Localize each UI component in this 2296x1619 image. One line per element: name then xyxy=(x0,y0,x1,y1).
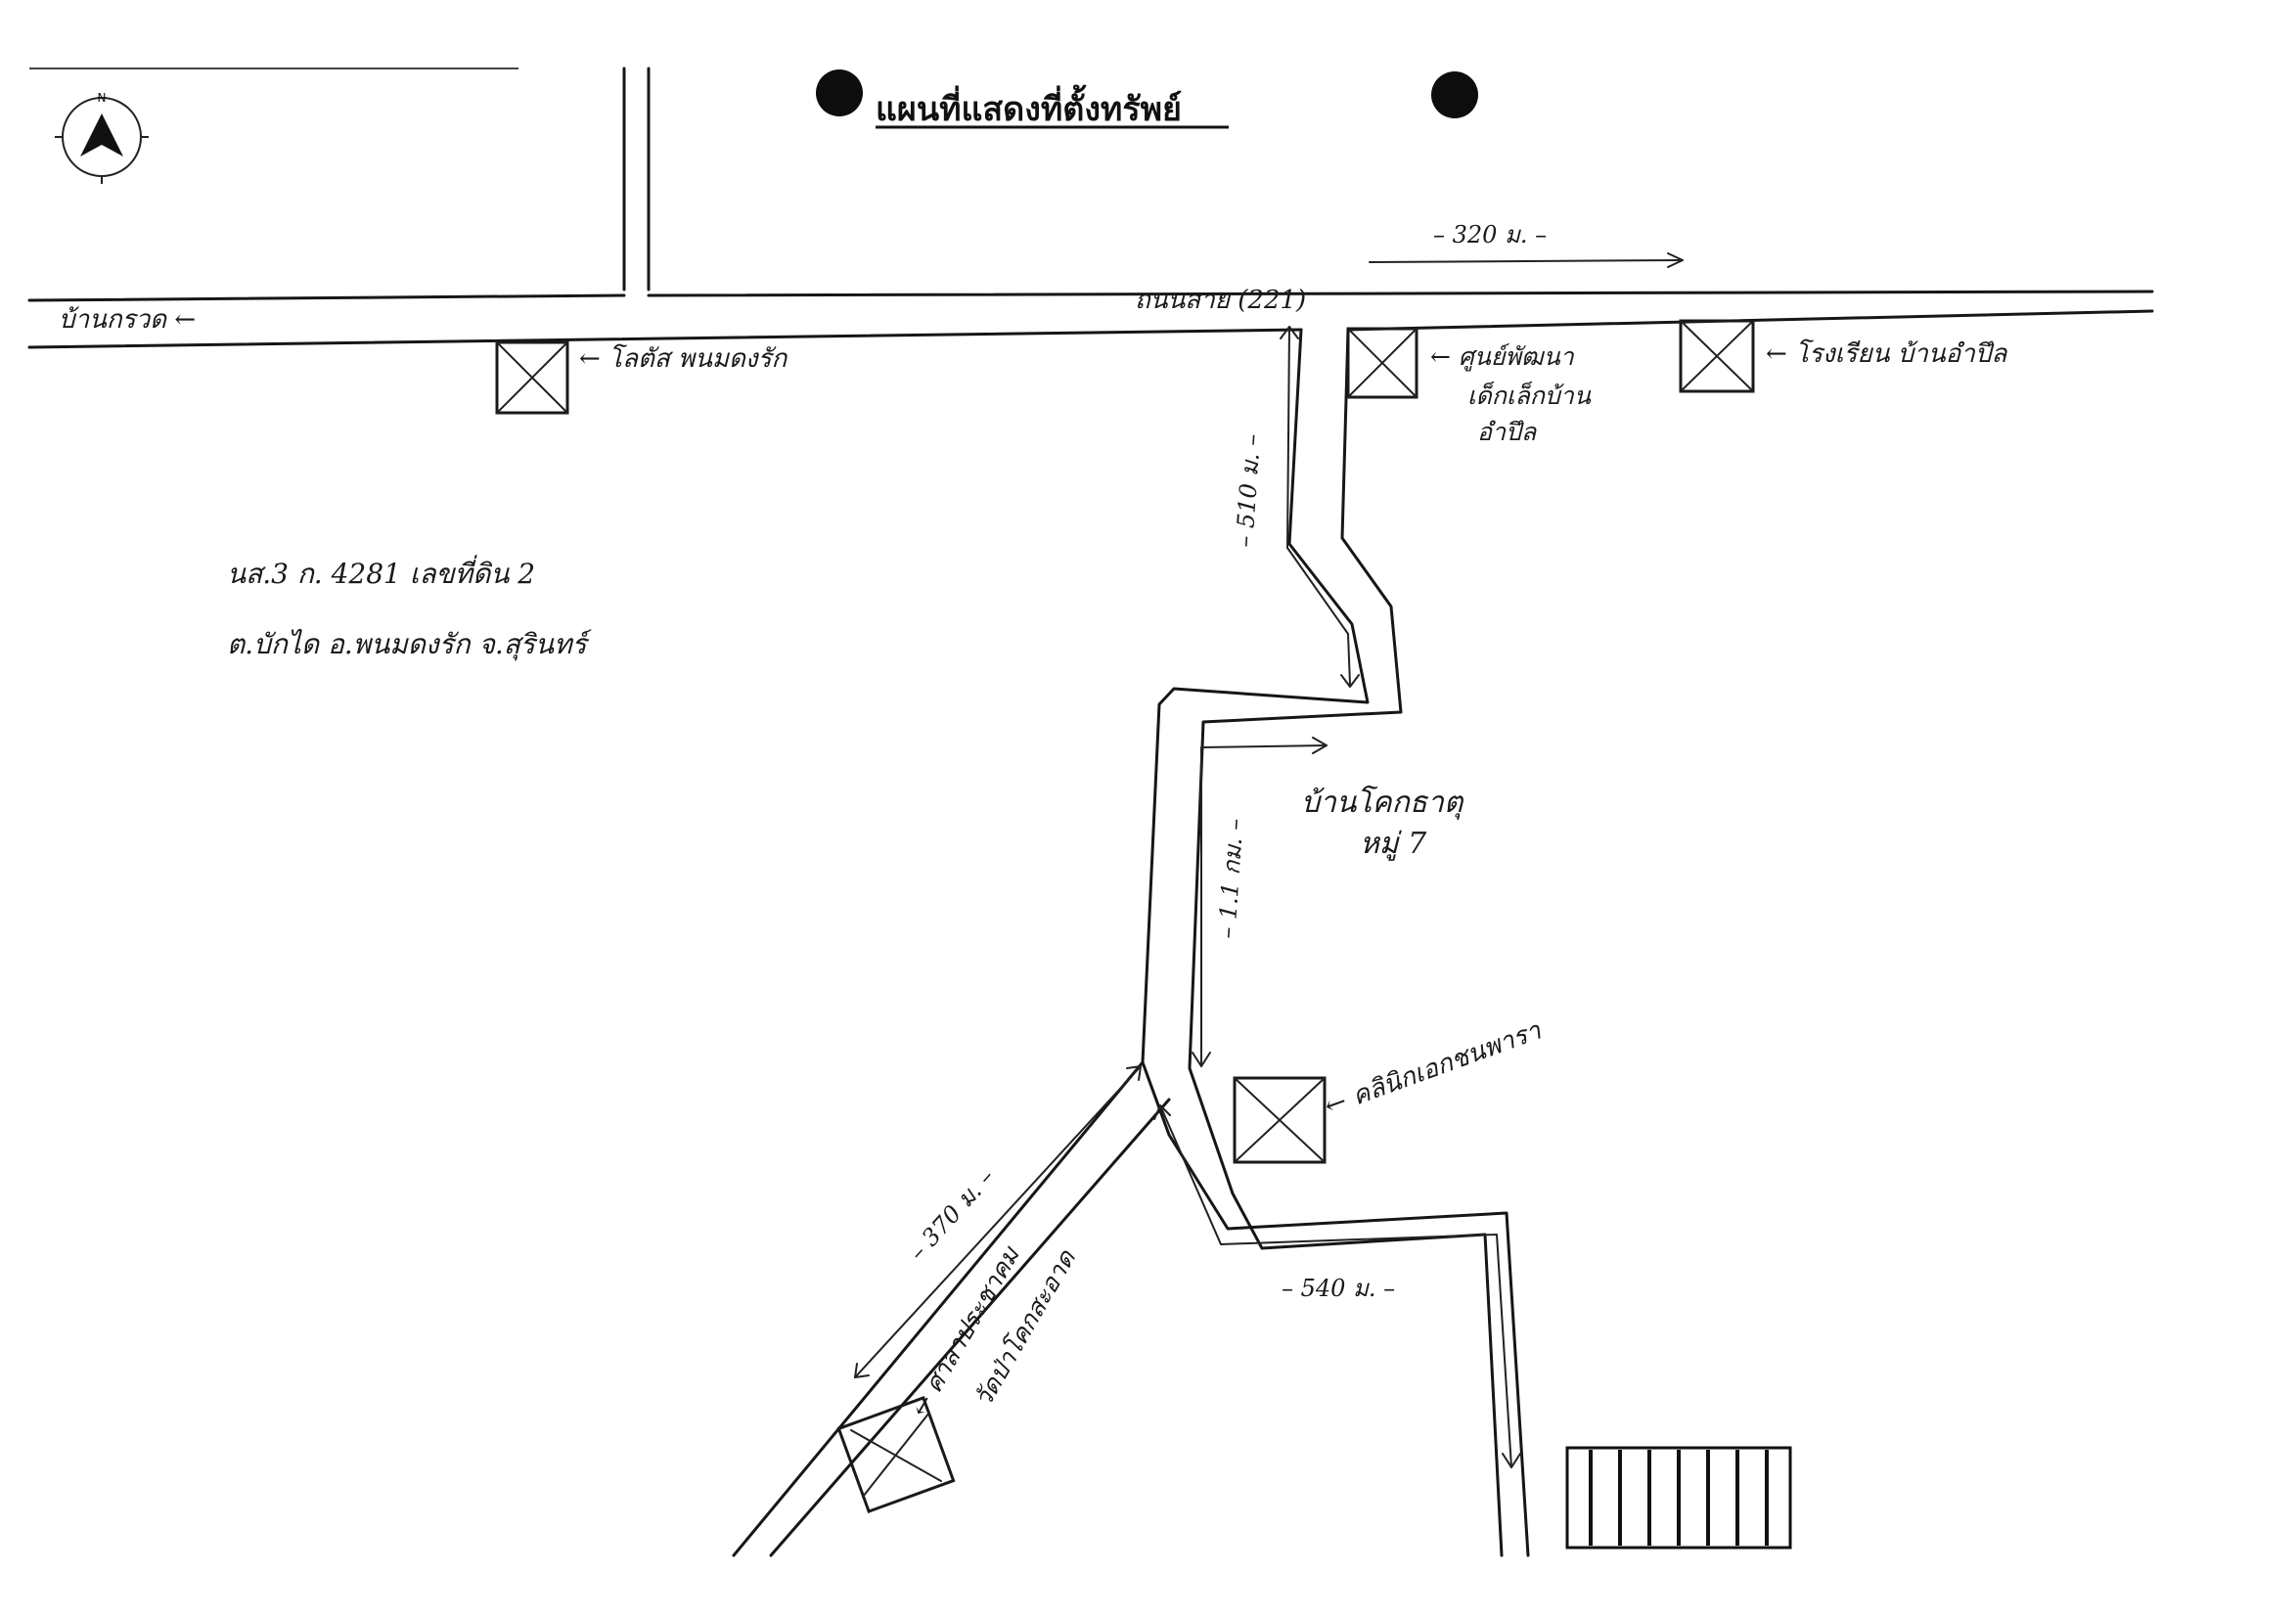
main-road-label: ถนนสาย (221) xyxy=(1135,286,1306,315)
village-name-label: บ้านโคกธาตุ xyxy=(1301,785,1464,820)
village-moo-label: หมู่ 7 xyxy=(1360,827,1427,861)
title-dot-right xyxy=(1431,71,1478,118)
landmark-lotus-label: ← โลตัส พนมดงรัก xyxy=(579,343,788,374)
compass-icon: N xyxy=(55,91,149,184)
distance-510-label: – 510 ม. – xyxy=(1231,433,1266,549)
distance-1-1km-label: – 1.1 กม. – xyxy=(1213,818,1249,940)
west-destination-label: บ้านกรวด ← xyxy=(59,305,196,335)
landmark-clinic-box xyxy=(1233,1076,1327,1164)
map-title: แผนที่แสดงที่ตั้งทรัพย์ xyxy=(876,84,1182,129)
property-parcel xyxy=(1565,1446,1792,1550)
compass-north-label: N xyxy=(98,91,107,105)
distance-1-1km-arrow xyxy=(1192,737,1328,1067)
distance-540-arrow xyxy=(1153,1104,1521,1468)
landmark-child-center-box xyxy=(1346,327,1418,399)
south-road xyxy=(732,328,1530,1557)
distance-510-arrow xyxy=(1280,326,1360,688)
distance-540-label: – 540 ม. – xyxy=(1282,1275,1395,1302)
landmark-temple-box xyxy=(836,1396,956,1513)
distance-320-arrow xyxy=(1369,252,1684,268)
distance-370-arrow xyxy=(854,1065,1142,1378)
landmark-lotus-box xyxy=(495,340,569,415)
parcel-location-text: ต.บักได อ.พนมดงรัก จ.สุรินทร์ xyxy=(227,628,593,661)
parcel-deed-text: นส.3 ก. 4281 เลขที่ดิน 2 xyxy=(227,555,535,590)
landmark-child-center-label: ← ศูนย์พัฒนา xyxy=(1430,342,1575,372)
landmark-clinic-label: ← คลินิกเอกชนพารา xyxy=(1321,1015,1546,1121)
landmark-child-center-label-3: อำปึล xyxy=(1477,418,1538,446)
landmark-school-box xyxy=(1679,319,1755,393)
title-dot-left xyxy=(816,69,863,116)
distance-320-label: – 320 ม. – xyxy=(1433,221,1547,248)
landmark-school-label: ← โรงเรียน บ้านอำปึล xyxy=(1766,338,2007,369)
north-road xyxy=(622,67,651,292)
landmark-child-center-label-2: เด็กเล็กบ้าน xyxy=(1467,381,1592,410)
